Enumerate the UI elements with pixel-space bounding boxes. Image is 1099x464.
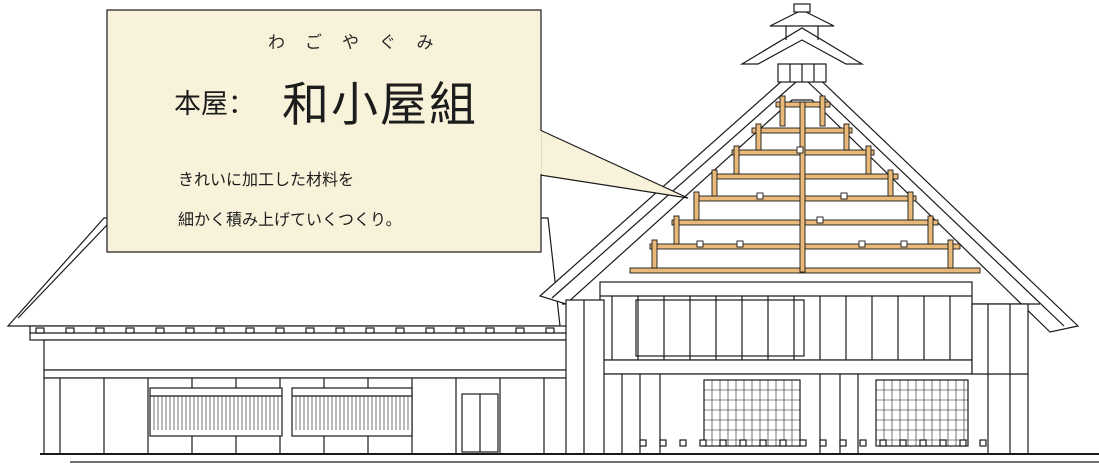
floor-block — [659, 439, 667, 447]
floor-block — [719, 439, 727, 447]
shoji-screen — [875, 379, 969, 447]
floor-block — [759, 439, 767, 447]
left-wing — [6, 217, 579, 455]
eave-block — [95, 327, 105, 334]
callout-title: 和小屋組 — [282, 78, 478, 133]
floor-block — [739, 439, 747, 447]
eave-block — [425, 327, 435, 334]
eave-block — [125, 327, 135, 334]
floor-block — [879, 439, 887, 447]
floor-block — [819, 439, 827, 447]
ridge-tower — [739, 3, 865, 83]
timber-post — [843, 123, 850, 151]
floor-block — [859, 439, 867, 447]
timber-joint — [840, 192, 848, 200]
timber-post — [693, 191, 700, 221]
timber-post — [673, 215, 680, 245]
timber-post — [819, 95, 826, 127]
description-line-2: 細かく積み上げていくつくり。 — [178, 210, 402, 229]
title-prefix: 本屋： — [174, 89, 255, 120]
floor-block — [779, 439, 787, 447]
floor-block — [939, 439, 947, 447]
floor-block — [839, 439, 847, 447]
timber-post — [733, 145, 740, 175]
floor-block — [679, 439, 687, 447]
timber-post — [779, 95, 786, 127]
timber-joint — [696, 240, 704, 248]
timber-joint — [736, 240, 744, 248]
eave-block — [155, 327, 165, 334]
timber-post — [651, 239, 658, 269]
floor-block — [979, 439, 987, 447]
eave-block — [485, 327, 495, 334]
timber-post — [927, 215, 934, 245]
title-ruby: わごやぐみ — [268, 33, 454, 53]
main-house — [538, 3, 1080, 455]
callout-pointer — [539, 129, 689, 199]
timber-post — [711, 169, 718, 197]
eave-block — [185, 327, 195, 334]
eave-block — [395, 327, 405, 334]
timber-post — [907, 191, 914, 221]
eave-block — [65, 327, 75, 334]
eave-block — [305, 327, 315, 334]
timber-post — [887, 169, 894, 197]
floor-block — [959, 439, 967, 447]
timber-joint — [796, 146, 804, 154]
callout-box — [106, 9, 542, 253]
floor-block — [799, 439, 807, 447]
eave-block — [245, 327, 255, 334]
floor-block — [899, 439, 907, 447]
eave-block — [365, 327, 375, 334]
eave-block — [545, 327, 555, 334]
eave-block — [335, 327, 345, 334]
timber-joint — [816, 216, 824, 224]
timber-post — [799, 101, 806, 273]
timber-post — [947, 239, 954, 269]
callout-bubble — [106, 9, 689, 253]
timber-post — [865, 145, 872, 175]
eave-block — [215, 327, 225, 334]
timber-joint — [900, 240, 908, 248]
timber-joint — [756, 192, 764, 200]
timber-post — [755, 123, 762, 151]
wagoyagumi-timber-frame — [629, 95, 981, 274]
panel-frame — [635, 299, 805, 357]
description-line-1: きれいに加工した材料を — [178, 170, 355, 189]
floor-block — [919, 439, 927, 447]
eave-block — [515, 327, 525, 334]
floor-block — [639, 439, 647, 447]
eave-block — [275, 327, 285, 334]
floor-block — [699, 439, 707, 447]
timber-joint — [858, 240, 866, 248]
eave-block — [455, 327, 465, 334]
eave-block — [35, 327, 45, 334]
main-house-upper-wall — [599, 281, 973, 361]
